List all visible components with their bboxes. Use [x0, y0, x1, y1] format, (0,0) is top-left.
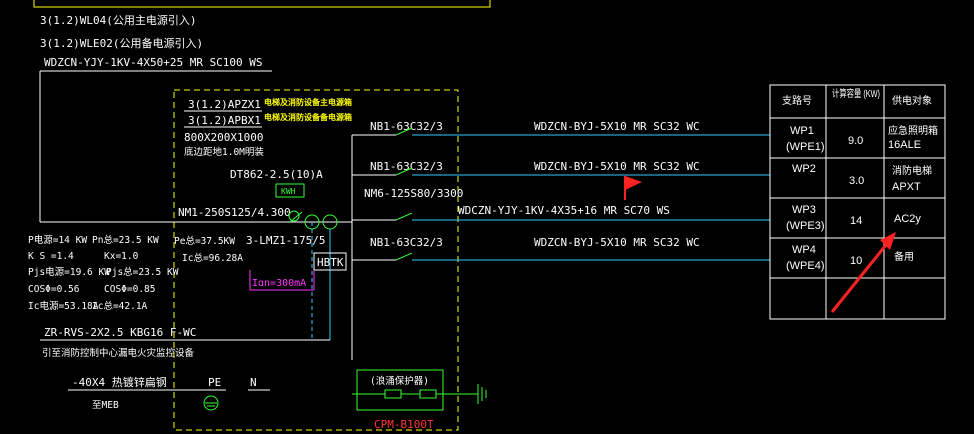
- table-row-4-kw: 10: [850, 255, 862, 267]
- spd-element-1: [384, 389, 402, 399]
- circuit-3: NM6-125S80/3300 WDCZN-YJY-1KV-4X35+16 MR…: [352, 187, 770, 221]
- spd-box-label: (浪涌保护器): [370, 375, 429, 387]
- table-row-1-id: WP1: [790, 125, 814, 137]
- incoming-cable-label: WDZCN-YJY-1KV-4X50+25 MR SC100 WS: [44, 56, 263, 69]
- calc-kx: Kx=1.0: [104, 251, 139, 262]
- table-row-2-kw: 3.0: [849, 175, 864, 187]
- main-breaker-symbol: [288, 210, 300, 222]
- table-frame: [769, 84, 946, 320]
- spd-model-label: CPM-B100T: [374, 418, 434, 431]
- calc-ic: Ic电源=53.18A: [28, 300, 99, 312]
- circuit-2-breaker: NB1-63C32/3: [370, 160, 443, 173]
- table-row-1-kw: 9.0: [848, 135, 863, 147]
- circuit-4-breaker: NB1-63C32/3: [370, 236, 443, 249]
- table-row-3-kw: 14: [850, 215, 862, 227]
- calc-pn: Pn总=23.5 KW: [92, 234, 159, 246]
- main-source-label: 3(1.2)WL04(公用主电源引入): [40, 13, 196, 27]
- table-row-3-obj: AC2y: [894, 213, 921, 225]
- table-row-2-obj: 消防电梯: [892, 164, 932, 177]
- ground-to-meb: 至MEB: [92, 400, 119, 411]
- main-breaker-label: NM1-250S125/4.300: [178, 206, 291, 219]
- table-row-4-id2: (WPE4): [786, 260, 825, 272]
- rcd-model: 3-LMZ1-175/5: [246, 234, 325, 247]
- table-header-id: 支路号: [782, 94, 812, 107]
- table-row-4-obj: 备用: [894, 250, 914, 263]
- calc-k: K S =1.4: [28, 251, 74, 262]
- table-row-1-obj: 应急照明箱: [888, 124, 938, 137]
- calc-cos: COSΦ=0.56: [28, 284, 80, 295]
- annotation-arrow-shaft: [830, 239, 892, 313]
- panel-size: 800X200X1000: [184, 131, 263, 144]
- kwh-meter-box: [275, 183, 305, 198]
- circuit-1: NB1-63C32/3 WDZCN-BYJ-5X10 MR SC32 WC: [352, 120, 770, 136]
- surge-protector-box: [356, 369, 444, 411]
- circuit-1-switch: [395, 127, 413, 136]
- circuit-table: 支路号 计算容量 (KW) 供电对象 WP1 (WPE1) 9.0 应急照明箱 …: [769, 84, 946, 320]
- panel-pe-total: Pe总=37.5KW: [174, 235, 235, 247]
- circuit-3-cable: WDCZN-YJY-1KV-4X35+16 MR SC70 WS: [458, 204, 670, 217]
- upper-frame-edge: [33, 0, 491, 8]
- spd-element-2: [419, 389, 437, 399]
- panel-ic-total: Ic总=96.28A: [182, 252, 243, 264]
- kwh-meter-label: KWH: [281, 187, 296, 196]
- fire-cable-desc: 引至消防控制中心漏电火灾监控设备: [42, 347, 195, 359]
- pe-ground-icon: [203, 395, 219, 411]
- n-label: N: [250, 376, 257, 389]
- calc-pjs2: Pjs总=23.5 KW: [106, 266, 179, 278]
- circuit-2: NB1-63C32/3 WDZCN-BYJ-5X10 MR SC32 WC: [352, 160, 770, 176]
- circuit-2-switch: [395, 167, 413, 176]
- circuit-2-cable: WDZCN-BYJ-5X10 MR SC32 WC: [534, 160, 700, 173]
- circuit-1-breaker: NB1-63C32/3: [370, 120, 443, 133]
- table-row-1-id2: (WPE1): [786, 141, 825, 153]
- table-row-3-id2: (WPE3): [786, 220, 825, 232]
- calc-pjs: Pjs电源=19.6 KW: [28, 266, 110, 278]
- circuit-1-cable: WDZCN-BYJ-5X10 MR SC32 WC: [534, 120, 700, 133]
- table-row-4-id: WP4: [792, 244, 816, 256]
- leakage-current-label: Iɑn=300mA: [252, 278, 306, 289]
- backup-source-label: 3(1.2)WLE02(公用备电源引入): [40, 36, 203, 50]
- table-header-object: 供电对象: [892, 94, 932, 107]
- calc-p: P电源=14 KW: [28, 234, 87, 246]
- table-row-3-id: WP3: [792, 204, 816, 216]
- meter-model: DT862-2.5(10)A: [230, 168, 323, 181]
- flag-icon: [625, 176, 642, 190]
- fire-cable-label: ZR-RVS-2X2.5 KBG16 F-WC: [44, 326, 196, 339]
- circuit-4: NB1-63C32/3 WDZCN-BYJ-5X10 MR SC32 WC: [352, 236, 770, 261]
- table-row-2-obj2: APXT: [892, 181, 921, 193]
- table-header-kw: 计算容量 (KW): [832, 87, 880, 100]
- circuit-3-breaker: NM6-125S80/3300: [364, 187, 463, 200]
- calc-cos2: COSΦ=0.85: [104, 284, 155, 295]
- table-row-2-id: WP2: [792, 163, 816, 175]
- panel-install: 底边距地1.0M明装: [184, 146, 264, 158]
- panel-note-1: 电梯及消防设备主电源箱: [264, 97, 352, 107]
- pe-label: PE: [208, 376, 221, 389]
- calc-ic2: Ic总=42.1A: [92, 300, 148, 312]
- circuit-3-switch: [395, 212, 413, 221]
- circuit-4-cable: WDZCN-BYJ-5X10 MR SC32 WC: [534, 236, 700, 249]
- table-row-1-obj2: 16ALE: [888, 139, 921, 151]
- ground-cable-label: -40X4 热镀锌扁钢: [72, 375, 167, 389]
- panel-name-1: 3(1.2)APZX1: [188, 98, 261, 111]
- panel-note-2: 电梯及消防设备备电源箱: [264, 112, 352, 122]
- hbtk-label: HBTK: [317, 256, 344, 269]
- panel-name-2: 3(1.2)APBX1: [188, 114, 261, 127]
- hbtk-box: [313, 252, 347, 271]
- annotation-arrow-icon: [880, 232, 896, 250]
- circuit-4-switch: [395, 252, 413, 261]
